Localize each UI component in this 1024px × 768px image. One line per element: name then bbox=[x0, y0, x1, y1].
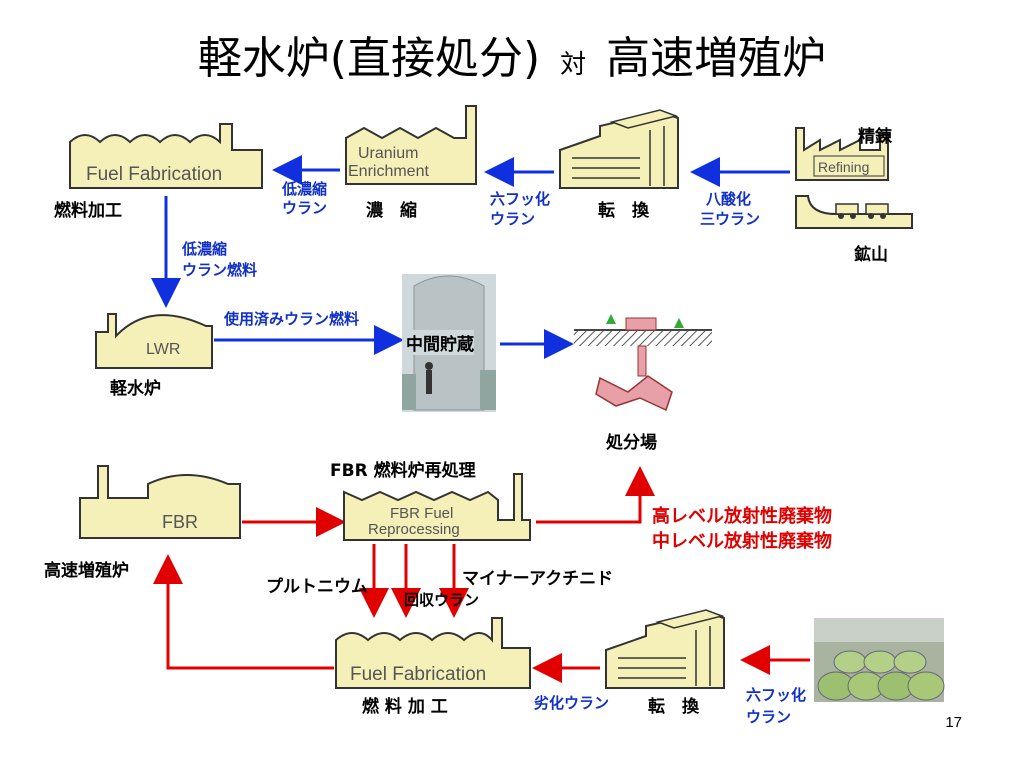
low-enriched-fuel-label-2: ウラン燃料 bbox=[182, 261, 258, 279]
recovered-uranium-label: 回収ウラン bbox=[404, 591, 480, 609]
arrow-fab-to-fbr bbox=[153, 554, 334, 670]
uranium-enrichment-plant: Uranium Enrichment bbox=[345, 105, 477, 185]
conversion-label-top: 転 換 bbox=[598, 201, 649, 221]
plutonium-label: プルトニウム bbox=[266, 577, 368, 597]
uf6-label-bottom-2: ウラン bbox=[746, 708, 792, 726]
reprocessing-sign-2: Reprocessing bbox=[368, 521, 460, 538]
refining-plant: Refining bbox=[795, 127, 889, 181]
uf6-cylinder-photo bbox=[814, 618, 945, 702]
lwr-label: 軽水炉 bbox=[110, 379, 161, 399]
arrow-reprocessing-to-disposal bbox=[536, 466, 655, 524]
spent-fuel-label: 使用済みウラン燃料 bbox=[224, 310, 360, 328]
fbr-reactor: FBR bbox=[79, 465, 241, 539]
enrichment-sign-1: Uranium bbox=[358, 145, 418, 162]
intermediate-level-waste-label: 中レベル放射性廃棄物 bbox=[652, 531, 832, 552]
fuel-fabrication-sign-bottom: Fuel Fabrication bbox=[350, 664, 486, 685]
u3o8-label-1: 八酸化 bbox=[706, 190, 752, 208]
fuel-fabrication-label-top: 燃料加工 bbox=[54, 201, 122, 221]
uf6-label-bottom-1: 六フッ化 bbox=[746, 686, 807, 704]
fuel-fabrication-sign-top: Fuel Fabrication bbox=[86, 164, 222, 185]
minor-actinide-label: マイナーアクチニド bbox=[462, 569, 614, 589]
title-main: 軽水炉(直接処分) bbox=[197, 33, 541, 84]
fbr-reprocessing-plant: FBR Fuel Reprocessing bbox=[343, 473, 531, 541]
disposal-site-illustration bbox=[574, 314, 712, 412]
low-enriched-uranium-label-1: 低濃縮 bbox=[282, 180, 328, 198]
fuel-fabrication-plant-bottom: Fuel Fabrication bbox=[335, 617, 531, 689]
conversion-building-top bbox=[559, 109, 679, 189]
reprocessing-title: FBR 燃料炉再処理 bbox=[330, 461, 476, 481]
lwr-reactor: LWR bbox=[95, 313, 213, 369]
reprocessing-sign-1: FBR Fuel bbox=[390, 505, 453, 522]
uf6-label-top-2: ウラン bbox=[490, 210, 536, 228]
lwr-sign: LWR bbox=[146, 341, 180, 358]
low-enriched-uranium-label-2: ウラン bbox=[282, 199, 328, 217]
refining-label: 精錬 bbox=[858, 127, 892, 147]
enrichment-label: 濃 縮 bbox=[366, 201, 417, 221]
title-vs: 対 bbox=[560, 50, 587, 80]
depleted-uranium-label: 劣化ウラン bbox=[534, 694, 610, 712]
conversion-building-bottom bbox=[605, 609, 725, 689]
page-number: 17 bbox=[945, 714, 962, 731]
conversion-label-bottom: 転 換 bbox=[648, 697, 699, 717]
fbr-label: 高速増殖炉 bbox=[44, 561, 129, 581]
uf6-label-top-1: 六フッ化 bbox=[490, 190, 551, 208]
interim-storage-label: 中間貯蔵 bbox=[406, 330, 474, 355]
fuel-fabrication-label-bottom: 燃 料 加 工 bbox=[362, 697, 448, 717]
enrichment-sign-2: Enrichment bbox=[348, 163, 429, 180]
title-sub: 高速増殖炉 bbox=[606, 33, 827, 84]
u3o8-label-2: 三ウラン bbox=[700, 210, 761, 228]
fbr-sign: FBR bbox=[162, 512, 198, 532]
disposal-site-label: 処分場 bbox=[606, 433, 657, 453]
high-level-waste-label: 高レベル放射性廃棄物 bbox=[652, 506, 832, 527]
refining-sign: Refining bbox=[818, 159, 869, 175]
fuel-fabrication-plant-top: Fuel Fabrication bbox=[69, 123, 263, 189]
low-enriched-fuel-label-1: 低濃縮 bbox=[182, 240, 228, 258]
slide-title: 軽水炉(直接処分) 対 高速増殖炉 bbox=[0, 22, 1024, 86]
mine-label: 鉱山 bbox=[854, 245, 888, 265]
mine-illustration bbox=[795, 195, 913, 229]
